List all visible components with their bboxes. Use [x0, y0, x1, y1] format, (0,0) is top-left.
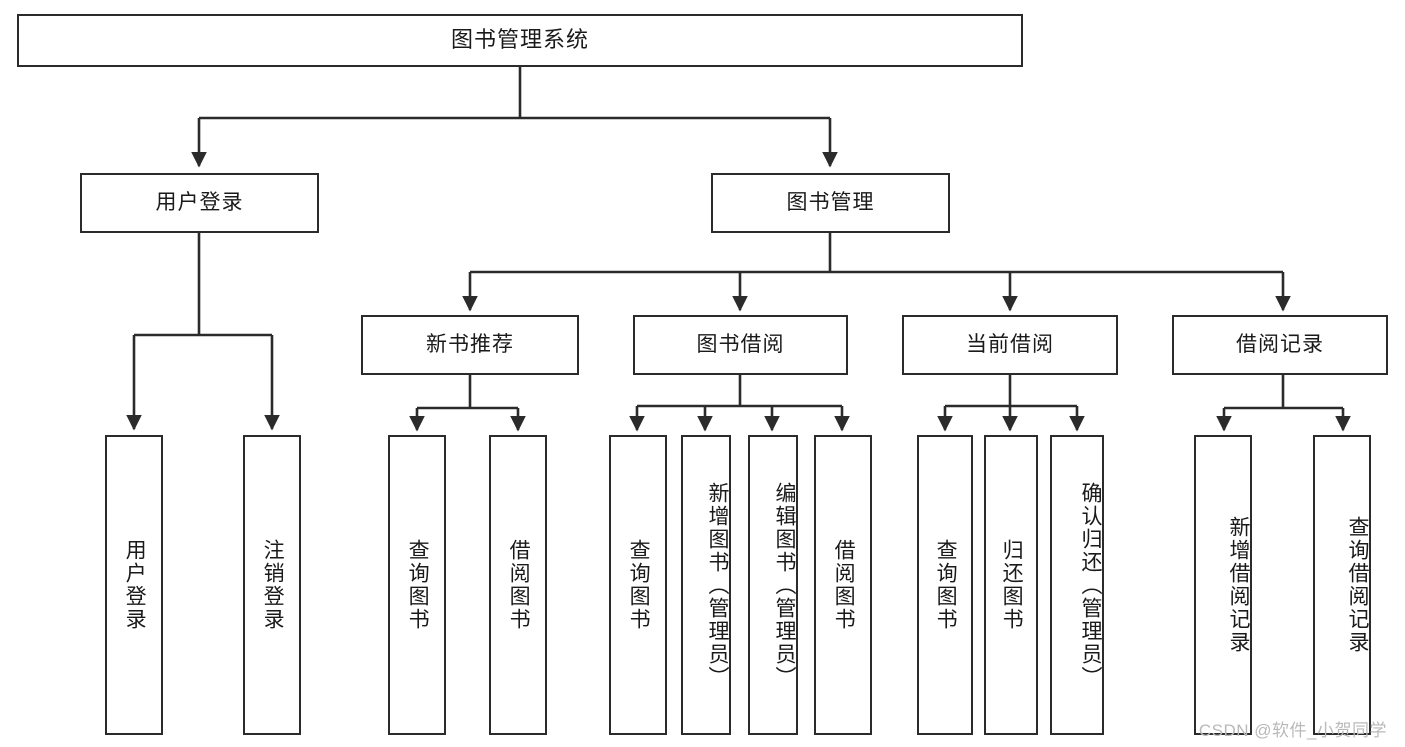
- node-label: 查询图书: [627, 539, 651, 631]
- node-label: 新增图书（管理员）: [706, 481, 729, 689]
- node-leaf-query-book-recommend[interactable]: 查询图书: [388, 435, 446, 735]
- node-label: 编辑图书（管理员）: [773, 481, 796, 689]
- node-label: 查询图书: [406, 539, 430, 631]
- node-current-borrow[interactable]: 当前借阅: [902, 315, 1118, 375]
- node-label: 归还图书: [1000, 539, 1024, 631]
- node-book-borrow[interactable]: 图书借阅: [633, 315, 848, 375]
- node-leaf-confirm-return-admin[interactable]: 确认归还（管理员）: [1050, 435, 1104, 735]
- node-leaf-user-logout[interactable]: 注销登录: [243, 435, 301, 735]
- node-label: 查询图书: [934, 539, 958, 631]
- node-borrow-record[interactable]: 借阅记录: [1172, 315, 1388, 375]
- node-label: 借阅图书: [832, 539, 856, 631]
- node-label: 图书管理系统: [450, 27, 589, 53]
- watermark-csdn: CSDN @软件_小贺同学: [1198, 721, 1387, 740]
- node-root-book-management-system[interactable]: 图书管理系统: [17, 14, 1023, 67]
- node-label: 借阅记录: [1236, 333, 1324, 357]
- node-label: 借阅图书: [507, 539, 531, 631]
- node-user-login[interactable]: 用户登录: [80, 173, 319, 233]
- node-label: 用户登录: [155, 191, 244, 215]
- node-leaf-borrow-book-borrow[interactable]: 借阅图书: [814, 435, 872, 735]
- node-leaf-query-book-borrow[interactable]: 查询图书: [609, 435, 667, 735]
- node-leaf-edit-book-admin[interactable]: 编辑图书（管理员）: [748, 435, 798, 735]
- node-new-book-recommend[interactable]: 新书推荐: [361, 315, 579, 375]
- node-label: 注销登录: [261, 539, 285, 631]
- node-leaf-add-book-admin[interactable]: 新增图书（管理员）: [681, 435, 731, 735]
- node-leaf-query-book-current[interactable]: 查询图书: [917, 435, 973, 735]
- node-label: 用户登录: [123, 539, 147, 631]
- node-label: 新书推荐: [426, 333, 514, 357]
- node-leaf-user-login[interactable]: 用户登录: [105, 435, 163, 735]
- node-label: 当前借阅: [966, 333, 1054, 357]
- node-label: 查询借阅记录: [1346, 516, 1369, 654]
- node-label: 图书管理: [786, 191, 875, 215]
- node-leaf-query-borrow-record[interactable]: 查询借阅记录: [1313, 435, 1371, 735]
- node-label: 确认归还（管理员）: [1079, 481, 1102, 689]
- node-leaf-add-borrow-record[interactable]: 新增借阅记录: [1194, 435, 1252, 735]
- node-book-management[interactable]: 图书管理: [711, 173, 950, 233]
- node-leaf-return-book[interactable]: 归还图书: [984, 435, 1038, 735]
- node-label: 图书借阅: [696, 333, 785, 357]
- node-leaf-borrow-book-recommend[interactable]: 借阅图书: [489, 435, 547, 735]
- node-label: 新增借阅记录: [1227, 516, 1250, 654]
